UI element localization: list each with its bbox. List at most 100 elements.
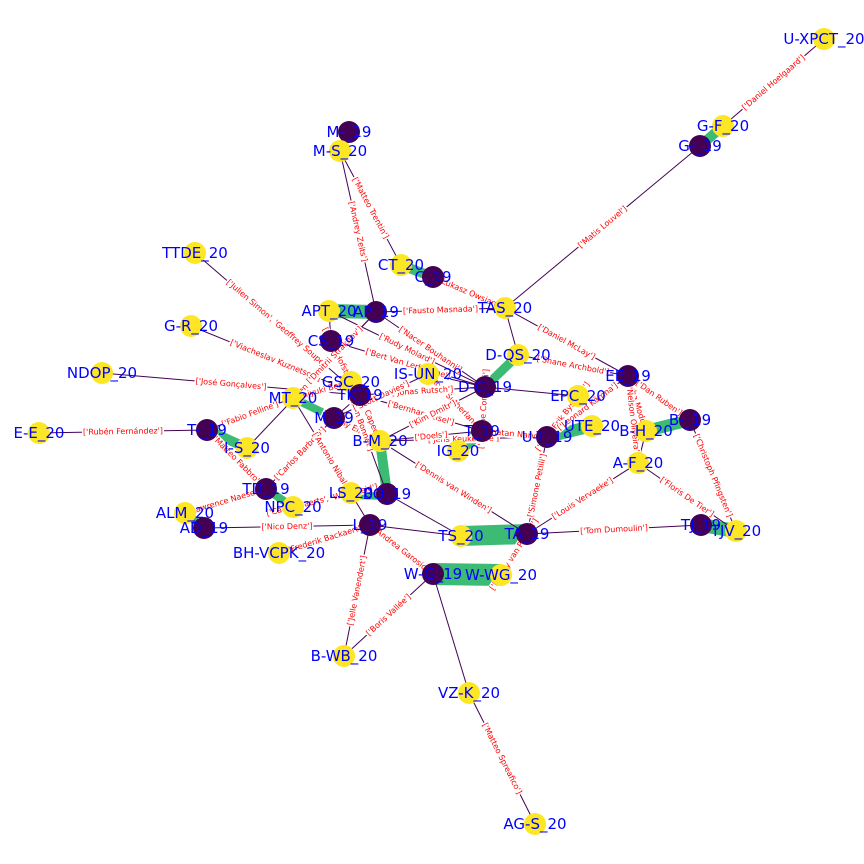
edge-label-background — [396, 324, 465, 375]
edge-label-background — [385, 398, 457, 428]
edge-label-background — [624, 382, 642, 457]
node-circle — [507, 344, 529, 366]
node-circle — [174, 502, 196, 524]
node-label: EPC_20 — [550, 387, 606, 406]
edge-label-background — [194, 375, 268, 392]
node-circle — [376, 483, 398, 505]
node-label: TD_19 — [241, 480, 289, 499]
node-circle — [490, 564, 512, 586]
edge-label-background — [369, 523, 434, 576]
node-circle — [725, 520, 747, 542]
node-label: CS_19 — [308, 332, 355, 351]
node-label: VZ-K_20 — [438, 684, 500, 703]
node-circle — [359, 514, 381, 536]
edge-label-text: ['Jens Keukeleire'] — [428, 434, 499, 445]
nodes-layer — [28, 28, 835, 835]
edge — [484, 386, 579, 397]
edge-label-background — [283, 522, 366, 556]
node-label: TK_19 — [336, 386, 383, 405]
node-circle — [447, 440, 469, 462]
node-label: B-H_20 — [619, 422, 673, 441]
edge-label-text: ['Andrey Zeits'] — [347, 201, 369, 263]
edge-label-background — [554, 380, 621, 433]
node-label: B-_19 — [669, 411, 711, 430]
node-circle — [255, 478, 277, 500]
edge-label-background — [345, 553, 369, 628]
node-label: TAS_20 — [477, 299, 532, 318]
edge — [460, 524, 528, 546]
edge-label: ['Daniel Hoelgaard'] — [739, 52, 808, 113]
node-label: TJV_20 — [710, 522, 761, 541]
edge-label-background — [406, 397, 459, 431]
node-circle — [689, 135, 711, 157]
edge — [432, 563, 502, 586]
node-circle — [184, 242, 206, 264]
node-circle — [323, 407, 345, 429]
node-circle — [627, 452, 649, 474]
edge-label-background — [401, 304, 480, 316]
node-circle — [333, 645, 355, 667]
edge-label-text: ['Doels'] — [414, 430, 448, 442]
node-circle — [617, 365, 639, 387]
node-label: M-_19 — [327, 123, 372, 142]
node-label: IG_20 — [437, 442, 480, 461]
edge-label-background — [350, 378, 412, 414]
node-circle — [422, 563, 444, 585]
node-label: W-WG_20 — [465, 566, 537, 585]
node-circle — [28, 422, 50, 444]
edge-label-background — [549, 475, 616, 522]
edge-label-text: ['Daniel Hoelgaard'] — [740, 53, 806, 112]
edge-label-background — [412, 459, 495, 516]
edge-label-background — [349, 174, 392, 242]
edge-label-background — [376, 331, 438, 367]
node-circle — [365, 301, 387, 323]
edge-label-background — [739, 52, 808, 113]
edge-label-background — [525, 451, 549, 520]
node-label: AD_19 — [180, 519, 228, 538]
edge-label: ['José Gonçalves'] — [194, 375, 268, 392]
edge-label-background — [633, 377, 685, 419]
node-circle — [471, 420, 493, 442]
edge — [432, 573, 470, 694]
node-label: GSC_20 — [322, 373, 380, 392]
edge-label-text: ['Boris Vallée'] — [364, 592, 413, 638]
edge-label-background — [260, 521, 314, 532]
edge-label-background — [434, 274, 504, 311]
edge-label: ['Louis Vervaeke'] — [549, 475, 616, 522]
node-circle — [320, 330, 342, 352]
node-label: AG-S_20 — [503, 815, 566, 834]
edge-label-background — [219, 398, 281, 430]
node-circle — [567, 385, 589, 407]
node-label: APT_20 — [301, 302, 356, 321]
node-circle — [180, 315, 202, 337]
node-circle — [369, 430, 391, 452]
node-label: M_19 — [314, 409, 354, 428]
node-circle — [329, 140, 351, 162]
node-circle — [494, 297, 516, 319]
edge-label-background — [304, 323, 365, 387]
node-label: U-T_19 — [522, 428, 573, 447]
edge-label-background — [184, 484, 267, 518]
node-circle — [236, 437, 258, 459]
node-label: TS_20 — [437, 527, 483, 546]
edge-label-background — [479, 720, 525, 797]
edge-label: ['Tom Dumoulin'] — [578, 523, 650, 536]
node-label: E-E_20 — [14, 424, 65, 443]
node-label: L_19 — [353, 516, 388, 535]
node-label: B-WB_20 — [311, 647, 378, 666]
edge-label: ['Boris Vallée'] — [362, 590, 414, 639]
node-circle — [390, 254, 412, 276]
edge-label-background — [346, 199, 370, 264]
node-circle — [450, 525, 472, 547]
node-label: M-S_20 — [313, 142, 367, 161]
edge — [369, 524, 462, 537]
node-label: TTDE_20 — [161, 244, 228, 263]
node-label: UTE_20 — [564, 417, 620, 436]
node-label: W-G_19 — [404, 565, 462, 584]
edge-label: ['Doels'] — [413, 429, 449, 443]
edge-label-text: ['Matis Louvel'] — [576, 204, 628, 250]
edge-label-background — [578, 523, 650, 536]
node-label: C_19 — [414, 268, 451, 287]
node-label: G-_19 — [678, 137, 722, 156]
